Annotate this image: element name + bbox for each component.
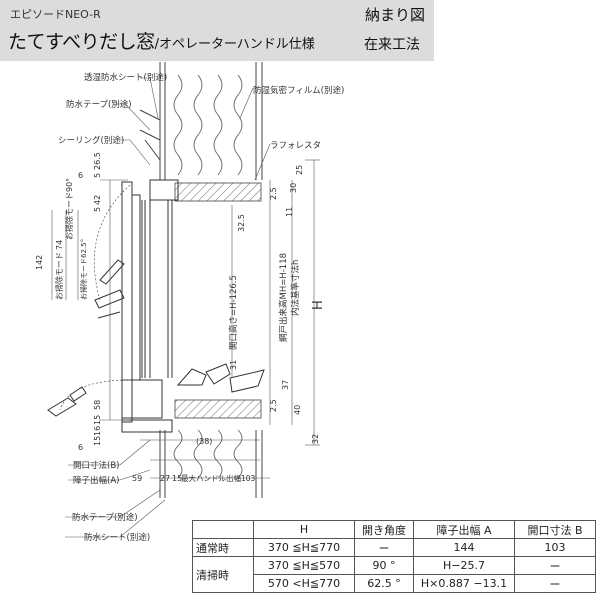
dim-5: 5	[93, 173, 102, 178]
label-cleaning-mode: お掃除モード	[54, 252, 64, 300]
row-label: 通常時	[192, 538, 254, 557]
label-sealing: シーリング(別途)	[58, 135, 124, 146]
cell-angle: 62.5 °	[354, 574, 414, 593]
table-header-cell: 開口寸法 B	[514, 520, 596, 539]
label-sash-height: 網戸出来高MH=H-118	[278, 253, 289, 342]
label-max-handle: 最大ハンドル出幅103	[181, 473, 256, 483]
label-rafolesta: ラフォレスタ	[270, 141, 321, 151]
page-title: たてすべりだし窓/オペレーターハンドル仕様	[8, 27, 315, 54]
dim-32-5: 32.5	[237, 214, 246, 232]
dim-59: 59	[132, 474, 142, 483]
dim-2-5a: 2.5	[269, 187, 278, 200]
table-header-cell: H	[253, 520, 355, 539]
dim-11: 11	[285, 207, 294, 217]
table-header-cell: 障子出幅 A	[413, 520, 515, 539]
construction-method: 在来工法	[364, 37, 420, 53]
cell-b: 103	[514, 538, 596, 557]
cell-a: H×0.887 −13.1	[413, 574, 515, 593]
cell-angle: ー	[354, 538, 414, 557]
dim-27: 27	[160, 474, 170, 483]
cell-angle: 90 °	[354, 556, 414, 575]
operator-handle	[176, 363, 265, 393]
dim-25: 25	[295, 165, 304, 175]
sill-board	[174, 399, 262, 419]
dim-142: 142	[35, 255, 44, 270]
dim-42: 42	[93, 195, 102, 205]
dim-58: 58	[93, 400, 102, 410]
swing-arcs	[59, 184, 131, 411]
dim-6a: 6	[78, 171, 83, 180]
series-name: エピソードNEO-R	[10, 8, 101, 21]
cell-b: ー	[514, 574, 596, 593]
table-row: 570 <H≦770 62.5 ° H×0.887 −13.1 ー	[193, 574, 596, 593]
label-breathable-sheet: 透湿防水シート(別途)	[84, 72, 167, 83]
label-cleaning-mode-90: お掃除モード90°	[64, 178, 74, 240]
cell-b: ー	[514, 556, 596, 575]
dim-31: 31	[229, 360, 238, 370]
dim-40: 40	[293, 405, 302, 415]
dimension-lines	[51, 159, 320, 479]
label-cleaning-mode-625: お掃除モード62.5°	[79, 239, 88, 300]
title-main: たてすべりだし窓	[8, 31, 155, 53]
dim-15b: 15	[93, 436, 102, 446]
label-waterproof-sheet: 防水シート(別途)	[84, 532, 150, 543]
leader-lines	[65, 77, 271, 538]
cell-a: H−25.7	[413, 556, 515, 575]
table-row: 通常時 370 ≦H≦770 ー 144 103	[192, 538, 596, 557]
label-opening-height: 開口高さ=H-126.5	[228, 275, 239, 350]
title-sub: /オペレーターハンドル仕様	[154, 37, 315, 52]
fit-diagram-label: 納まり図	[365, 6, 426, 24]
label-H: H	[311, 300, 326, 310]
cell-h: 370 ≦H≦570	[253, 556, 355, 575]
cell-a: 144	[413, 538, 515, 557]
table-header-cell	[192, 520, 254, 539]
table-header-row: H 開き角度 障子出幅 A 開口寸法 B	[192, 520, 596, 539]
insulation-bottom	[173, 429, 243, 479]
cell-h: 370 ≦H≦770	[253, 538, 355, 557]
dim-30: 30	[289, 183, 298, 193]
spec-table: H 開き角度 障子出幅 A 開口寸法 B 通常時 370 ≦H≦770 ー 14…	[192, 520, 596, 593]
row-label: 清掃時	[192, 556, 254, 593]
label-inner-std-h: 内法基準寸法h	[290, 260, 301, 316]
dim-32: 32	[311, 434, 320, 444]
dim-16: 16	[93, 426, 102, 436]
cell-h: 570 <H≦770	[253, 574, 355, 593]
label-waterproof-tape-top: 防水テープ(別途)	[66, 99, 132, 110]
dim-2-5b: 2.5	[269, 399, 278, 412]
dim-5b: 5	[93, 207, 102, 212]
table-row: 清掃時 370 ≦H≦570 90 ° H−25.7 ー	[192, 556, 596, 593]
wall-structure	[139, 62, 263, 498]
label-muntin-projection: 障子出幅(A)	[73, 475, 119, 486]
window-frame	[121, 179, 179, 433]
table-header-cell: 開き角度	[354, 520, 414, 539]
label-waterproof-tape-bottom: 防水テープ(別途)	[72, 512, 138, 523]
dim-26-5: 26.5	[93, 152, 102, 170]
label-opening-dim-b: 開口寸法(B)	[73, 460, 119, 471]
dim-74: 74	[55, 240, 64, 250]
label-vapor-film: 防湿気密フィルム(別途)	[253, 85, 344, 96]
dim-15a: 15	[93, 415, 102, 425]
dim-37: 37	[281, 380, 290, 390]
dim-15c: 15	[172, 474, 182, 483]
header-bar	[0, 0, 434, 61]
insulation-top	[173, 74, 243, 176]
dim-38: (38)	[196, 437, 212, 446]
head-board	[174, 182, 262, 202]
dim-6b: 6	[78, 443, 83, 452]
